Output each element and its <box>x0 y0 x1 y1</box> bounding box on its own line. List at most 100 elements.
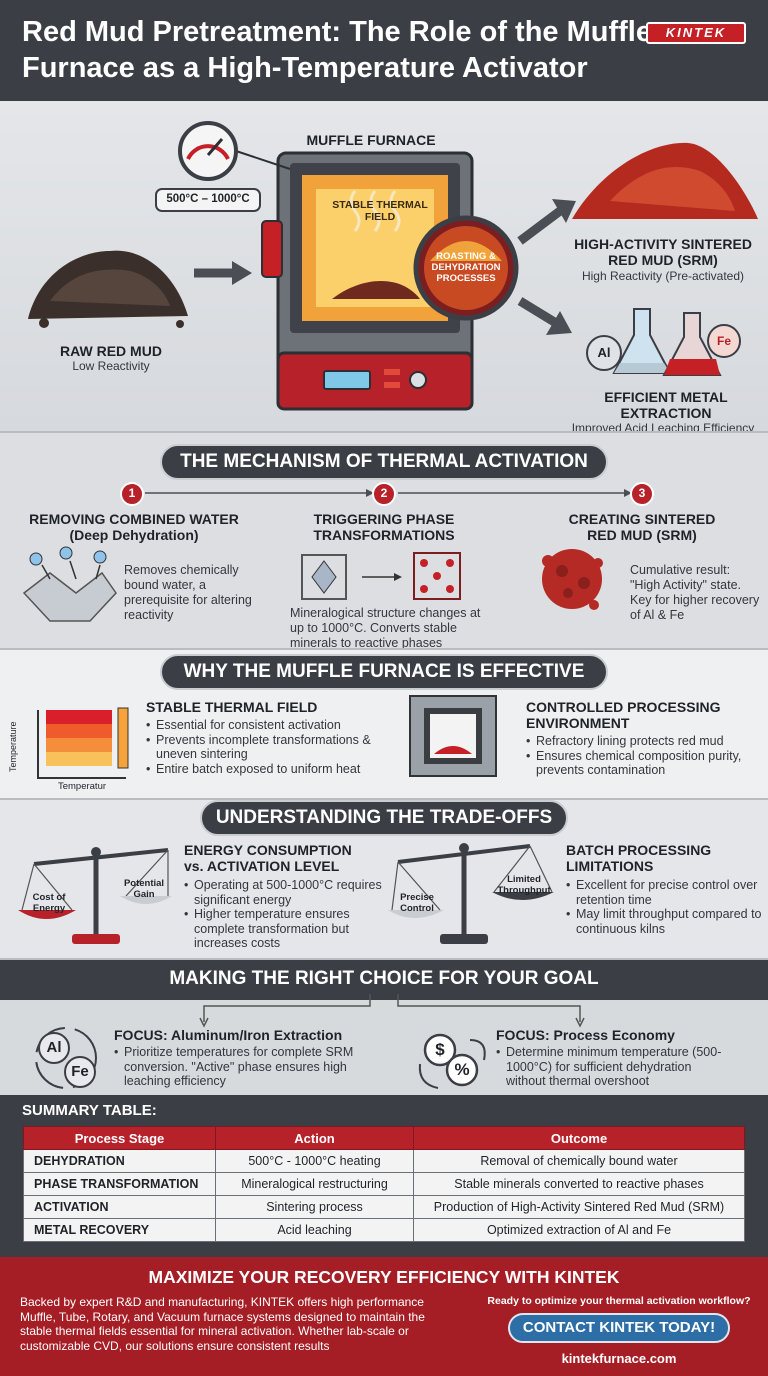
list-item: Essential for consistent activation <box>146 718 382 733</box>
balance-scale-icon-left <box>18 847 172 944</box>
tradeoffs-section: UNDERSTANDING THE TRADE-OFFS Cost of Ene… <box>0 798 768 958</box>
table-header-row: Process Stage Action Outcome <box>23 1126 745 1150</box>
energy-title: ENERGY CONSUMPTION vs. ACTIVATION LEVEL <box>184 842 352 874</box>
step-2-title: TRIGGERING PHASE TRANSFORMATIONS <box>313 511 455 543</box>
table-cell: METAL RECOVERY <box>23 1218 216 1242</box>
mechanism-title: THE MECHANISM OF THERMAL ACTIVATION <box>160 444 608 480</box>
raw-red-mud-title: RAW RED MUD <box>60 343 162 359</box>
metal-extraction-title: EFFICIENT METAL EXTRACTION <box>604 389 728 421</box>
hero-illustration <box>28 121 758 411</box>
sintered-cluster-icon <box>542 549 603 610</box>
controlled-env-title: CONTROLLED PROCESSING ENVIRONMENT <box>526 699 721 731</box>
effective-title: WHY THE MUFFLE FURNACE IS EFFECTIVE <box>160 654 608 690</box>
pan-throughput-label: Limited Throughput <box>497 874 551 896</box>
balance-scale-icon-right <box>388 843 554 944</box>
choice-graphics <box>35 994 585 1089</box>
chart-x-axis-label: Temperatur <box>57 781 107 792</box>
effective-section: WHY THE MUFFLE FURNACE IS EFFECTIVE Temp… <box>0 648 768 798</box>
batch-title: BATCH PROCESSING LIMITATIONS <box>566 842 712 874</box>
mechanism-section: THE MECHANISM OF THERMAL ACTIVATION 1 <box>0 431 768 648</box>
economy-focus-title: FOCUS: Process Economy <box>496 1027 675 1043</box>
economy-focus-list: Determine minimum temperature (500-1000°… <box>496 1045 732 1089</box>
list-item: Prioritize temperatures for complete SRM… <box>114 1045 362 1089</box>
chart-y-axis-label: Temperature <box>8 721 18 773</box>
thermal-field-list: Essential for consistent activation Prev… <box>146 718 382 776</box>
phase-transform-icon <box>301 552 461 600</box>
list-item: Ensures chemical composition purity, pre… <box>526 749 762 778</box>
al-icon-label: Al <box>46 1039 62 1056</box>
hero-section: 500°C – 1000°C MUFFLE FURNACE STABLE THE… <box>0 101 768 431</box>
step-2-number: 2 <box>380 486 388 500</box>
pan-control-label: Precise Control <box>400 892 434 914</box>
temperature-gauge-icon <box>155 121 291 212</box>
table-cell: 500°C - 1000°C heating <box>215 1149 414 1173</box>
thermal-gradient-chart-icon <box>37 707 129 779</box>
list-item: Refractory lining protects red mud <box>526 734 762 749</box>
thermal-field-title: STABLE THERMAL FIELD <box>146 699 318 715</box>
list-item: Excellent for precise control over reten… <box>566 878 762 907</box>
list-item: Higher temperature ensures complete tran… <box>184 907 394 951</box>
metal-extraction-subtitle: Improved Acid Leaching Efficiency <box>571 421 755 431</box>
header: Red Mud Pretreatment: The Role of the Mu… <box>0 0 768 101</box>
batch-list: Excellent for precise control over reten… <box>566 878 762 936</box>
table-cell: Optimized extraction of Al and Fe <box>413 1218 745 1242</box>
table-cell: ACTIVATION <box>23 1195 216 1219</box>
step-1-title: REMOVING COMBINED WATER (Deep Dehydratio… <box>29 511 239 543</box>
list-item: Entire batch exposed to uniform heat <box>146 762 382 777</box>
step-1-number: 1 <box>128 486 136 500</box>
column-header: Action <box>215 1126 414 1150</box>
table-cell: Mineralogical restructuring <box>215 1172 414 1196</box>
footer-title: MAXIMIZE YOUR RECOVERY EFFICIENCY WITH K… <box>148 1267 620 1287</box>
step-3-title: CREATING SINTERED RED MUD (SRM) <box>568 511 716 543</box>
raw-red-mud-subtitle: Low Reactivity <box>72 359 150 373</box>
column-header: Outcome <box>413 1126 745 1150</box>
al-fe-cycle-icon <box>35 1027 97 1089</box>
table-cell: Sintering process <box>215 1195 414 1219</box>
choice-title: MAKING THE RIGHT CHOICE FOR YOUR GOAL <box>169 968 599 989</box>
flask-al-label: Al <box>597 345 611 360</box>
aluminum-iron-focus-title: FOCUS: Aluminum/Iron Extraction <box>114 1027 343 1043</box>
srm-title: HIGH-ACTIVITY SINTERED RED MUD (SRM) <box>574 236 752 268</box>
flask-icons <box>586 308 741 376</box>
step-1-text: Removes chemically bound water, a prereq… <box>124 563 252 622</box>
furnace-label: MUFFLE FURNACE <box>306 132 436 148</box>
summary-title: SUMMARY TABLE: <box>22 1102 157 1119</box>
column-header: Process Stage <box>23 1126 216 1150</box>
table-cell: Removal of chemically bound water <box>413 1149 745 1173</box>
choice-section: MAKING THE RIGHT CHOICE FOR YOUR GOAL Al… <box>0 958 768 1095</box>
table-row: METAL RECOVERY Acid leaching Optimized e… <box>23 1218 745 1242</box>
choice-band <box>0 960 768 1000</box>
table-cell: Stable minerals converted to reactive ph… <box>413 1172 745 1196</box>
tradeoffs-title: UNDERSTANDING THE TRADE-OFFS <box>200 800 568 836</box>
kintek-logo[interactable]: KINTEK <box>646 22 746 44</box>
effective-graphics <box>37 695 497 779</box>
muffle-furnace-icon <box>261 151 474 411</box>
list-item: May limit throughput compared to continu… <box>566 907 762 936</box>
crystal-lattice-icon <box>22 546 117 622</box>
step-3-text: Cumulative result: "High Activity" state… <box>630 563 760 622</box>
table-row: ACTIVATION Sintering process Production … <box>23 1195 745 1219</box>
gauge-label: 500°C – 1000°C <box>166 193 250 205</box>
footer-url[interactable]: kintekfurnace.com <box>561 1351 677 1366</box>
aluminum-iron-focus-list: Prioritize temperatures for complete SRM… <box>114 1045 362 1089</box>
percent-icon: % <box>454 1060 470 1079</box>
table-cell: DEHYDRATION <box>23 1149 216 1173</box>
page-title: Red Mud Pretreatment: The Role of the Mu… <box>22 16 652 84</box>
footer-body: Backed by expert R&D and manufacturing, … <box>20 1295 425 1353</box>
table-row: PHASE TRANSFORMATION Mineralogical restr… <box>23 1172 745 1196</box>
process-label: ROASTING & DEHYDRATION PROCESSES <box>431 251 501 284</box>
footer: MAXIMIZE YOUR RECOVERY EFFICIENCY WITH K… <box>0 1257 768 1376</box>
table-cell: Production of High-Activity Sintered Red… <box>413 1195 745 1219</box>
energy-list: Operating at 500-1000°C requires signifi… <box>184 878 394 951</box>
table-cell: Acid leaching <box>215 1218 414 1242</box>
raw-red-mud-pile <box>28 250 188 328</box>
list-item: Operating at 500-1000°C requires signifi… <box>184 878 394 907</box>
summary-section: SUMMARY TABLE: Process Stage Action Outc… <box>0 1095 768 1257</box>
roasting-magnifier-icon <box>413 215 519 321</box>
economy-icon <box>418 1033 486 1089</box>
dollar-icon: $ <box>435 1040 445 1059</box>
contact-kintek-button[interactable]: CONTACT KINTEK TODAY! <box>508 1313 730 1343</box>
step-3-number: 3 <box>638 486 646 500</box>
table-cell: PHASE TRANSFORMATION <box>23 1172 216 1196</box>
list-item: Determine minimum temperature (500-1000°… <box>496 1045 732 1089</box>
